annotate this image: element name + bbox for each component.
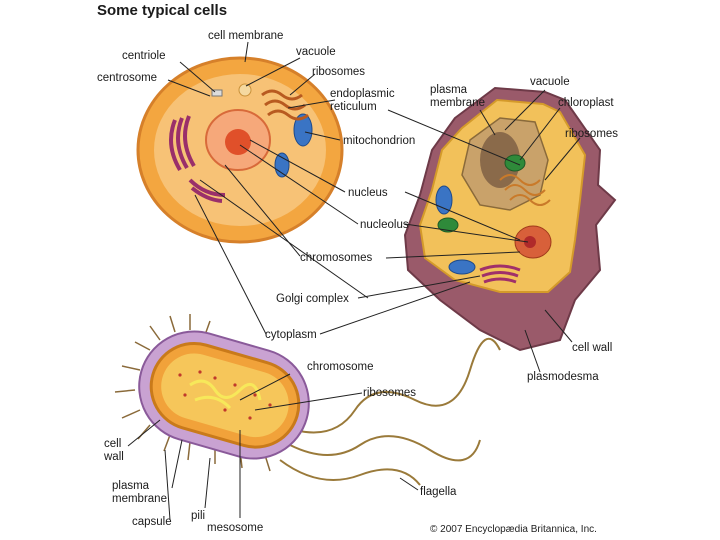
label-endoplasmic-reticulum: endoplasmic reticulum <box>330 88 395 113</box>
label-centriole: centriole <box>122 50 166 62</box>
label-mesosome: mesosome <box>207 522 264 534</box>
bacterium-ribosomes <box>178 370 272 420</box>
label-golgi-complex: Golgi complex <box>276 293 349 305</box>
animal-mitochondrion <box>293 113 313 147</box>
bacterium <box>114 314 501 486</box>
label-plasma-membrane-bacteria: plasma membrane <box>112 480 167 505</box>
leader-lines <box>127 41 581 521</box>
animal-centriole <box>211 89 223 97</box>
label-chromosomes: chromosomes <box>300 252 373 264</box>
label-pili: pili <box>191 510 206 522</box>
animal-cell <box>136 56 344 244</box>
label-nucleus: nucleus <box>348 187 388 199</box>
copyright-notice: © 2007 Encyclopædia Britannica, Inc. <box>430 524 597 535</box>
label-cell-membrane: cell membrane <box>208 30 284 42</box>
plant-mitochondrion <box>435 185 453 215</box>
label-ribosomes-plant: ribosomes <box>565 128 619 140</box>
label-nucleolus: nucleolus <box>360 219 409 231</box>
label-mitochondrion: mitochondrion <box>343 135 416 147</box>
plant-chloroplast-2 <box>437 217 459 233</box>
label-chromosome-bacteria: chromosome <box>307 361 374 373</box>
label-flagella: flagella <box>420 486 457 498</box>
bacterium-flagella <box>279 337 501 486</box>
label-vacuole-plant: vacuole <box>530 76 570 88</box>
label-chloroplast: chloroplast <box>558 97 614 109</box>
animal-er <box>261 89 309 121</box>
label-capsule: capsule <box>132 516 172 528</box>
label-cytoplasm: cytoplasm <box>265 329 317 341</box>
label-ribosomes-animal: ribosomes <box>312 66 366 78</box>
animal-nucleolus <box>225 129 251 155</box>
label-plasmodesma: plasmodesma <box>527 371 599 383</box>
animal-vacuole <box>238 83 252 97</box>
animal-golgi <box>169 115 226 203</box>
label-cell-wall-bacteria: cell wall <box>104 438 124 463</box>
label-plasma-membrane-plant: plasma membrane <box>430 84 485 109</box>
label-centrosome: centrosome <box>97 72 158 84</box>
plant-cell <box>403 86 617 352</box>
plant-er <box>499 174 551 206</box>
bacterium-cytoplasm <box>161 353 289 438</box>
label-ribosomes-bacteria: ribosomes <box>363 387 417 399</box>
diagram-title: Some typical cells <box>97 2 228 19</box>
label-cell-wall-plant: cell wall <box>572 342 613 354</box>
plant-mitochondrion-2 <box>448 259 476 275</box>
bacterium-chromosome <box>189 379 262 410</box>
bacterium-pili <box>114 314 271 472</box>
plant-golgi <box>479 264 521 284</box>
label-vacuole-animal: vacuole <box>296 46 336 58</box>
plant-nucleolus <box>524 236 536 248</box>
